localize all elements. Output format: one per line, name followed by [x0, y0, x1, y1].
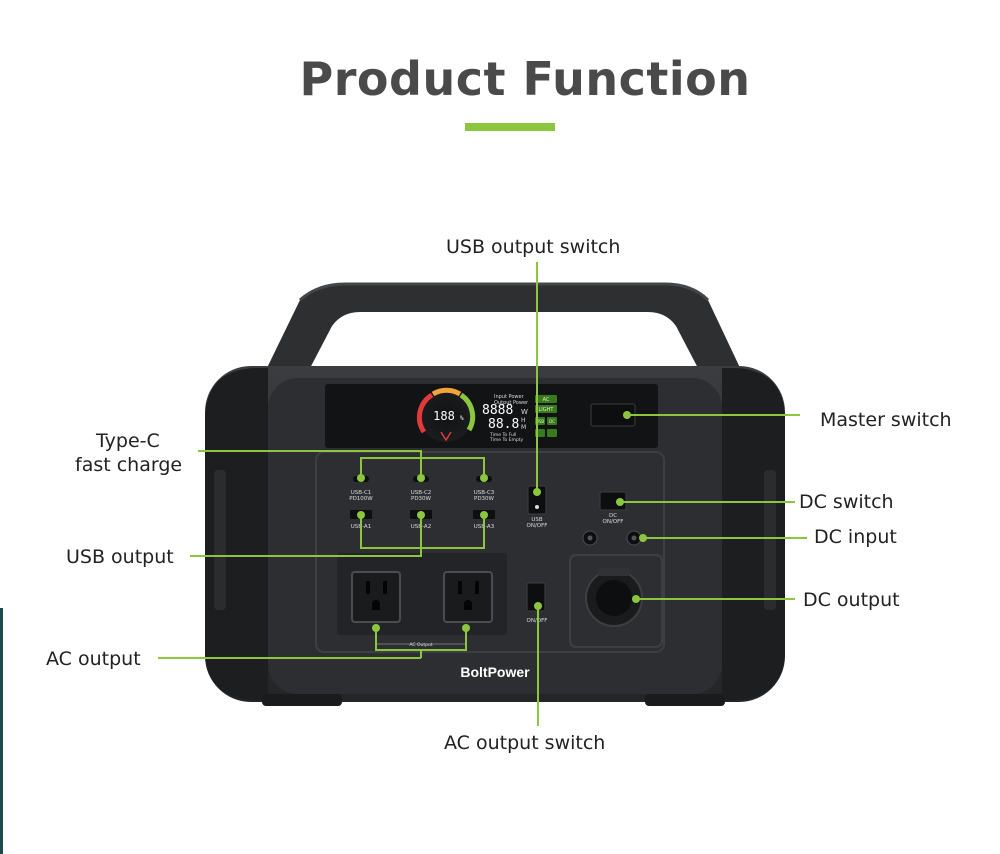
- time-to-full-label: Time To Full: [489, 432, 516, 438]
- dc-input-label: DC input: [814, 526, 897, 548]
- usb-c3-power: PD30W: [474, 496, 495, 502]
- title-accent-rule: [465, 123, 555, 131]
- indicator-usb: USB: [536, 419, 544, 424]
- usb-switch-state: ON/OFF: [527, 523, 548, 529]
- dc-switch-label: DC: [609, 513, 617, 519]
- dc-switch-state: ON/OFF: [603, 519, 624, 525]
- indicator-dc: DC: [549, 419, 555, 424]
- input-power-label: Input Power: [494, 394, 525, 400]
- output-power-label: Output Power: [494, 400, 529, 406]
- dc-switch-label: DC switch: [799, 491, 894, 513]
- page-title: Product Function: [299, 52, 751, 106]
- usb-switch-label: USB: [531, 517, 543, 523]
- usb-c1-label: USB-C1: [351, 490, 372, 496]
- type-c-label-line1: Type-C: [96, 430, 160, 452]
- dc-output-label: DC output: [803, 589, 900, 611]
- time-to-empty-label: Time To Empty: [489, 437, 523, 443]
- minute-unit: M: [521, 424, 526, 431]
- usb-output-switch-label: USB output switch: [446, 236, 621, 258]
- usb-output-label: USB output: [66, 546, 174, 568]
- ac-output-label: AC output: [46, 648, 141, 670]
- hour-unit: H: [521, 417, 526, 424]
- time-readout: 88.8: [488, 417, 519, 432]
- carry-handle: [265, 282, 742, 372]
- ac-output-switch-label: AC output switch: [444, 732, 606, 754]
- usb-c3-label: USB-C3: [474, 490, 495, 496]
- ac-output-printed-label: AC Output: [409, 642, 432, 648]
- usb-c2-label: USB-C2: [411, 490, 432, 496]
- warning-icon: [440, 431, 452, 442]
- indicator-ac: AC: [543, 397, 550, 403]
- battery-percent: 188: [433, 409, 455, 423]
- usb-c1-power: PD100W: [349, 496, 373, 502]
- usb-c2-power: PD30W: [411, 496, 432, 502]
- indicator-light: LIGHT: [539, 407, 555, 413]
- watts-readout: 8888: [482, 403, 513, 418]
- type-c-label-line2: fast charge: [75, 454, 183, 476]
- brand-logo: BoltPower: [460, 664, 530, 680]
- watts-unit: W: [521, 408, 528, 416]
- master-switch-label: Master switch: [820, 409, 952, 431]
- display-panel: 188 % Input Power Output Power 8888 W 88…: [325, 384, 658, 448]
- callout-lines: [158, 262, 807, 726]
- battery-percent-sign: %: [460, 415, 464, 422]
- left-edge-bar: [0, 608, 3, 854]
- port-panels: USB-C1 PD100W USB-C2 PD30W USB-C3 PD30W …: [315, 451, 665, 680]
